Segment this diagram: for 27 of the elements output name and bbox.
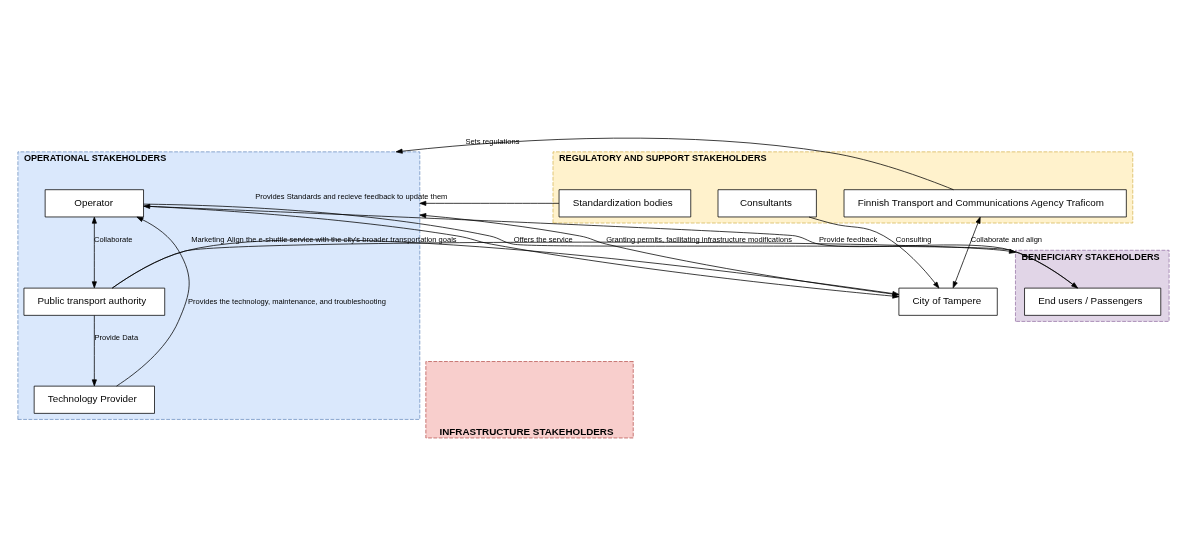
edge-label: Provide Data [94, 332, 139, 342]
arrow [395, 137, 954, 190]
node-box: End users / Passengers [1024, 287, 1162, 316]
arrow [143, 203, 1078, 288]
edge-label: Marketing [191, 234, 225, 244]
node-box: INFRASTRUCTURE STAKEHOLDERS [425, 360, 634, 438]
node-box: Finnish Transport and Communications Agency Traficom [843, 188, 1127, 217]
node-box: Consultants [717, 188, 817, 217]
edge-label: Provide feedback [819, 234, 878, 244]
edge-label: Collaborate and align [970, 234, 1043, 244]
arrow [91, 216, 97, 288]
arrow [116, 216, 190, 386]
edge-label: Granting permits, facilitating infrastructure modifications [606, 234, 792, 244]
node-box: Public transport authority [23, 287, 166, 316]
edge-label: Provides the technology, maintenance, and troubleshooting [188, 296, 386, 306]
arrow [808, 216, 940, 288]
node-box: Operator [44, 188, 144, 217]
node-box: Technology Provider [33, 385, 155, 414]
arrow [91, 314, 97, 386]
node-box: City of Tampere [898, 287, 998, 316]
edge-label: Provides Standards and recieve feedback to update them [255, 191, 448, 201]
node-box: Standardization bodies [558, 188, 692, 217]
arrow [952, 216, 981, 288]
edge-label: Consulting [895, 234, 932, 244]
edge-label: Offers the service [513, 234, 573, 244]
arrow [419, 200, 560, 206]
edge-label: Sets regulations [465, 136, 520, 146]
